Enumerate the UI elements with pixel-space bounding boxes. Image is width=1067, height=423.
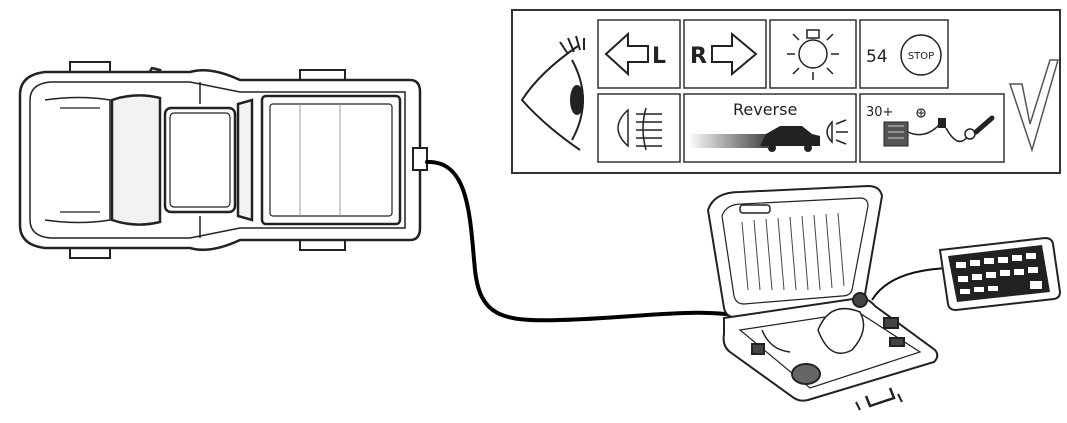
pickup-truck-icon <box>20 62 427 258</box>
turn-left-letter: L <box>652 44 666 69</box>
stop-number: 54 <box>866 47 888 67</box>
indicator-panel: L R 54 STOP Reverse <box>512 10 1060 173</box>
turn-right-letter: R <box>690 44 707 69</box>
tablet-icon <box>940 238 1060 310</box>
test-case-icon <box>708 186 937 410</box>
reverse-label: Reverse <box>733 100 797 119</box>
stop-label: STOP <box>908 51 934 62</box>
power-label: 30+ <box>866 105 893 120</box>
tablet-cable <box>872 268 950 300</box>
